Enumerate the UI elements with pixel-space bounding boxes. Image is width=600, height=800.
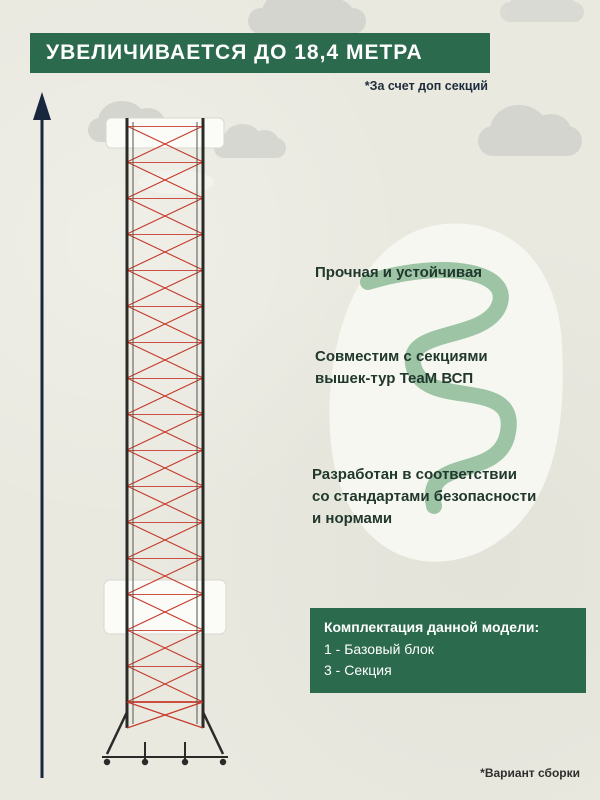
feature-text-compatible: Совместим с секциями вышек-тур ТеаМ ВСП bbox=[315, 348, 488, 387]
assembly-footnote: *Вариант сборки bbox=[480, 766, 580, 780]
cloud-icon bbox=[500, 0, 584, 22]
scaffold-tower-illustration bbox=[102, 117, 228, 766]
kit-item: 1 - Базовый блок bbox=[324, 641, 434, 657]
feature-text-durable: Прочная и устойчивая bbox=[315, 264, 483, 281]
feature-text-standards: Разработан в соответствии со стандартами… bbox=[312, 466, 537, 527]
banner: УВЕЛИЧИВАЕТСЯ ДО 18,4 МЕТРА bbox=[30, 33, 490, 73]
cloud-icon bbox=[214, 124, 286, 158]
cloud-icon bbox=[248, 0, 366, 34]
kit-box: Комплектация данной модели: 1 - Базовый … bbox=[310, 608, 586, 693]
kit-item: 3 - Секция bbox=[324, 662, 392, 678]
cloud-icon bbox=[478, 105, 582, 156]
banner-note: *За счет доп секций bbox=[364, 79, 488, 93]
banner-title: УВЕЛИЧИВАЕТСЯ ДО 18,4 МЕТРА bbox=[46, 41, 423, 64]
kit-title: Комплектация данной модели: bbox=[324, 619, 540, 635]
decor-blob bbox=[329, 223, 563, 562]
squiggle-line bbox=[360, 262, 517, 514]
up-arrow-icon bbox=[33, 92, 51, 778]
